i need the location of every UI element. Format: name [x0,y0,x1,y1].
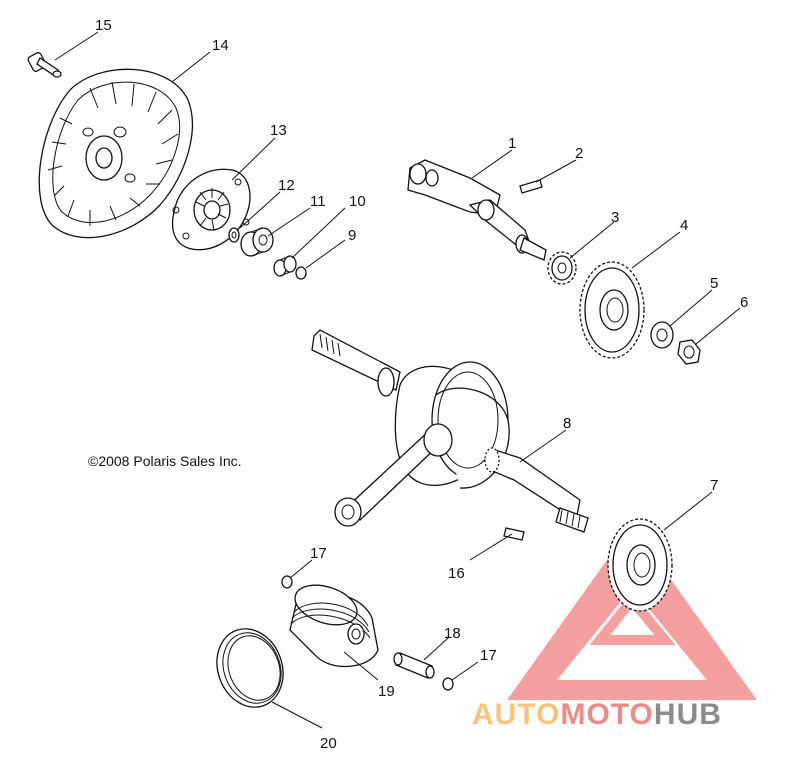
part-3-drive-gear [547,251,577,285]
part-16-woodruff-key [503,527,525,541]
callout-1: 1 [508,135,516,152]
watermark-triangle [507,525,757,700]
callout-13: 13 [270,122,287,139]
part-6-nut [677,339,701,365]
callout-5: 5 [710,275,718,292]
callout-20: 20 [320,735,337,752]
callout-9: 9 [348,227,356,244]
watermark-logo [507,525,757,700]
watermark-word-moto: MOTO [560,698,653,731]
callout-19: 19 [378,683,395,700]
part-1-balance-shaft [407,159,547,261]
part-2-pin [519,179,543,194]
callout-11: 11 [310,193,326,210]
callout-7: 7 [710,477,718,494]
callout-12: 12 [278,177,295,194]
part-20-piston-rings [216,628,284,708]
part-10-bushing [273,255,297,277]
watermark-word-auto: AUTO [472,698,560,731]
copyright-notice: ©2008 Polaris Sales Inc. [88,453,242,469]
part-8-crankshaft [311,329,589,533]
part-12-washer [228,227,240,243]
leader-lines [54,31,741,729]
part-17-circlip-left [281,575,293,589]
callout-14: 14 [212,37,229,54]
callout-16: 16 [448,565,465,582]
callout-4: 4 [680,217,688,234]
part-5-washer [650,321,674,349]
watermark-inner-mark [589,592,676,645]
part-7-crank-gear [607,518,673,612]
part-18-wrist-pin [393,652,435,679]
part-11-bearing [240,227,274,257]
callout-17-left: 17 [310,545,327,562]
callout-18: 18 [444,625,461,642]
part-9-o-ring [295,266,307,280]
callout-17-right: 17 [480,647,497,664]
callout-numbers: 15 14 13 12 11 10 9 1 2 3 4 5 6 7 8 16 1… [95,17,748,752]
part-14-flywheel [38,68,193,239]
callout-8: 8 [563,415,571,432]
part-15-bolt [27,52,62,78]
callout-10: 10 [349,193,366,210]
callout-2: 2 [575,145,583,162]
part-19-piston [289,584,379,668]
part-4-driven-gear [579,261,645,359]
callout-15: 15 [95,17,112,34]
part-17-circlip-right [442,677,454,691]
watermark-word-hub: HUB [654,698,722,731]
callout-6: 6 [740,294,748,311]
watermark-text: AUTOMOTOHUB [472,698,722,731]
callout-3: 3 [611,209,619,226]
